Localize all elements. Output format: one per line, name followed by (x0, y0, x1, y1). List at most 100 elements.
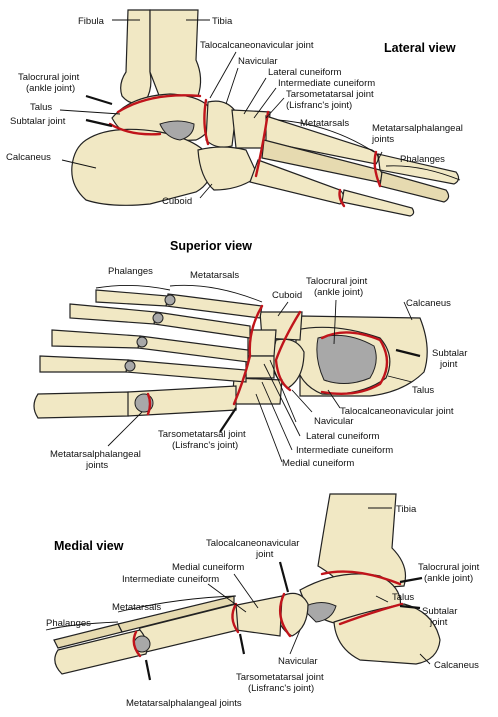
medial-label-subtalar-2: joint (429, 617, 448, 628)
medial-label-navicular: Navicular (278, 656, 318, 667)
superior-view-illustration (33, 289, 428, 419)
superior-label-cuboid: Cuboid (272, 290, 302, 301)
superior-label-mtp-2: joints (85, 460, 108, 471)
medial-cuneiforms (231, 595, 283, 637)
lateral-label-talocrural-2: (ankle joint) (26, 83, 75, 94)
superior-phalanges-4 (69, 303, 157, 325)
lateral-subtalar-joint-line (108, 122, 162, 136)
superior-mtp-joint-line (146, 392, 152, 416)
superior-label-calcaneus: Calcaneus (406, 298, 451, 309)
lateral-label-mtp-2: joints (371, 134, 394, 145)
lateral-tibia (149, 9, 202, 99)
superior-label-medial-cuneiform: Medial cuneiform (282, 458, 354, 469)
lateral-cuboid (197, 146, 259, 191)
medial-subtalar-joint-line (338, 602, 404, 626)
lateral-view-title: Lateral view (384, 41, 456, 55)
superior-mtp-cartilage-4 (152, 312, 164, 324)
lateral-leader-lines (59, 19, 461, 199)
superior-label-subtalar-2: joint (439, 359, 458, 370)
medial-label-subtalar-1: Subtalar (422, 606, 457, 617)
superior-phalanges-3 (51, 329, 141, 349)
lateral-label-tibia: Tibia (212, 16, 233, 27)
medial-phalanges-2 (53, 623, 123, 649)
medial-label-tcn-2: joint (255, 549, 274, 560)
superior-leader-lines (95, 284, 421, 463)
lateral-calcaneus (71, 128, 213, 206)
superior-tcn-joint-line (274, 310, 302, 392)
lateral-talocrural-joint-line (116, 94, 202, 114)
medial-label-talus: Talus (392, 592, 414, 603)
lateral-label-tmt-1: Tarsometatarsal joint (286, 89, 374, 100)
lateral-label-talus: Talus (30, 102, 52, 113)
superior-mtp-cartilage-5 (164, 294, 176, 306)
lateral-view-illustration (71, 9, 460, 217)
superior-label-talus: Talus (412, 385, 434, 396)
lateral-fibula (120, 9, 152, 104)
medial-label-tibia: Tibia (396, 504, 417, 515)
medial-talocrural-joint-line (320, 570, 402, 586)
superior-phalanges-1 (33, 391, 129, 419)
lateral-label-mtp-1: Metatarsalphalangeal (372, 123, 463, 134)
medial-label-tmt-2: (Lisfranc's joint) (248, 683, 314, 694)
lateral-label-metatarsals: Metatarsals (300, 118, 349, 129)
medial-label-talocrural-1: Talocrural joint (418, 562, 480, 573)
superior-tmt-joint-line (232, 304, 264, 406)
medial-label-medial-cuneiform: Medial cuneiform (172, 562, 244, 573)
lateral-label-fibula: Fibula (78, 16, 105, 27)
medial-view-title: Medial view (54, 539, 124, 553)
superior-view-title: Superior view (170, 239, 252, 253)
superior-label-tcn-joint: Talocalcaneonavicular joint (340, 406, 454, 417)
lateral-label-lateral-cuneiform: Lateral cuneiform (268, 67, 341, 78)
lateral-sinus-tarsi (159, 120, 195, 141)
lateral-phalanges-c (341, 189, 415, 217)
superior-metatarsal-4 (153, 311, 251, 339)
superior-label-subtalar-1: Subtalar (432, 348, 467, 359)
medial-leader-lines (45, 507, 431, 681)
superior-label-talocrural-2: (ankle joint) (314, 287, 363, 298)
superior-label-intermediate-cuneiform: Intermediate cuneiform (296, 445, 393, 456)
superior-label-phalanges: Phalanges (108, 266, 153, 277)
medial-label-intermediate-cuneiform: Intermediate cuneiform (122, 574, 219, 585)
superior-label-mtp-1: Metatarsalphalangeal (50, 449, 141, 460)
medial-label-tmt-1: Tarsometatarsal joint (236, 672, 324, 683)
medial-label-metatarsals: Metatarsals (112, 602, 161, 613)
medial-label-calcaneus: Calcaneus (434, 660, 479, 671)
lateral-label-cuboid: Cuboid (162, 196, 192, 207)
lateral-navicular (205, 100, 237, 148)
superior-metatarsal-3 (137, 335, 249, 363)
superior-label-tmt-1: Tarsometatarsal joint (158, 429, 246, 440)
medial-phalanges-1 (54, 629, 148, 675)
medial-label-talocrural-2: (ankle joint) (424, 573, 473, 584)
superior-talus-trochlea (316, 334, 377, 384)
superior-label-talocrural-1: Talocrural joint (306, 276, 368, 287)
lateral-label-tmt-2: (Lisfranc's joint) (286, 100, 352, 111)
lateral-label-subtalar: Subtalar joint (10, 116, 66, 127)
lateral-mtp-joint-line-2 (338, 188, 346, 208)
lateral-label-intermediate-cuneiform: Intermediate cuneiform (278, 78, 375, 89)
superior-phalanges-5 (95, 289, 169, 307)
superior-subtalar-joint-line (320, 331, 389, 395)
superior-mtp-cartilage-3 (136, 336, 148, 348)
superior-phalanges-2 (39, 355, 129, 373)
medial-calcaneus (333, 603, 441, 665)
medial-label-mtp: Metatarsalphalangeal joints (126, 698, 242, 709)
medial-tcn-joint-line (278, 592, 292, 638)
lateral-label-phalanges: Phalanges (400, 154, 445, 165)
lateral-label-calcaneus: Calcaneus (6, 152, 51, 163)
superior-mtp-cartilage-2 (124, 360, 136, 372)
medial-view-illustration (53, 493, 441, 675)
lateral-label-navicular: Navicular (238, 56, 278, 67)
superior-label-lateral-cuneiform: Lateral cuneiform (306, 431, 379, 442)
lateral-label-tcn-joint: Talocalcaneonavicular joint (200, 40, 314, 51)
lateral-phalanges-b (379, 171, 450, 203)
medial-talus-cartilage (301, 602, 337, 623)
medial-label-tcn-1: Talocalcaneonavicular (206, 538, 299, 549)
superior-metatarsal-5 (165, 293, 263, 319)
superior-metatarsal-2 (125, 359, 247, 383)
medial-mtp-joint-line (132, 630, 142, 658)
lateral-mtp-joint-line (373, 150, 382, 188)
superior-label-navicular: Navicular (314, 416, 354, 427)
medial-tmt-joint-line (231, 602, 240, 634)
superior-label-tmt-2: (Lisfranc's joint) (172, 440, 238, 451)
